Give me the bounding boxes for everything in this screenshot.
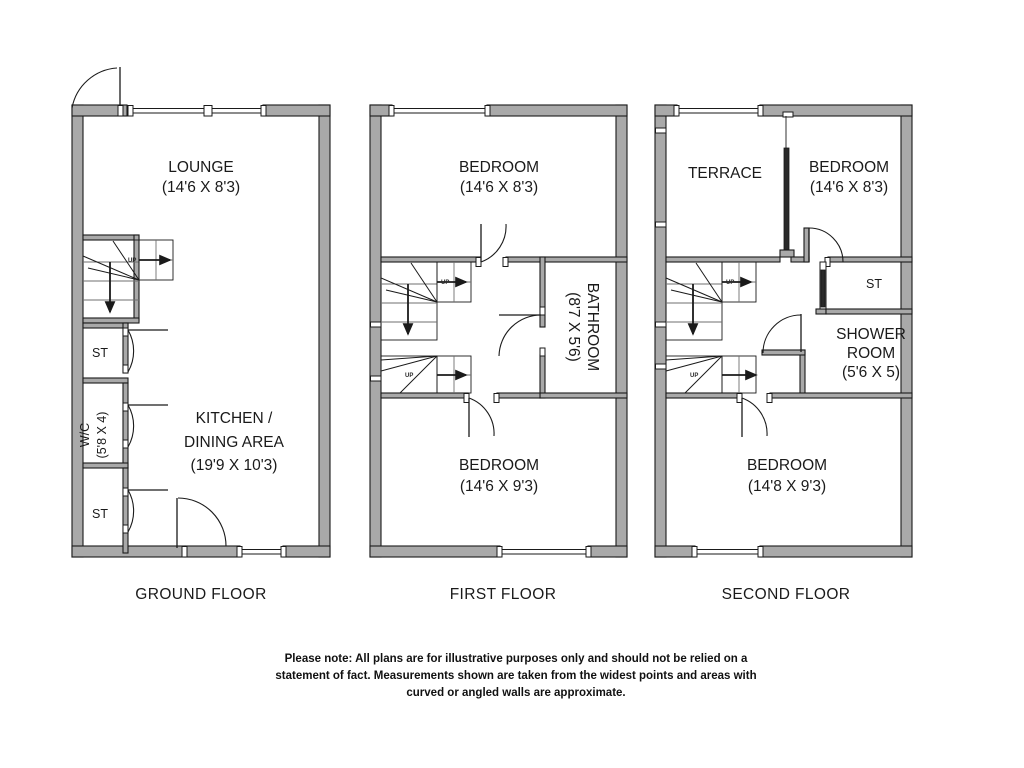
disclaimer-line-2: statement of fact. Measurements shown ar…	[275, 670, 756, 682]
second-bed-rear-label: BEDROOM	[747, 457, 827, 474]
second-bed-front-dims: (14'6 X 8'3)	[810, 179, 888, 196]
first-bathroom-walls	[498, 256, 628, 399]
ground-staircase: UP	[82, 234, 174, 324]
second-shower-walls	[761, 308, 913, 396]
second-store-door	[815, 261, 827, 315]
second-bed-front-label: BEDROOM	[809, 159, 889, 176]
stair-up-label-first-a: UP	[441, 280, 449, 286]
stair-up-label-first-b: UP	[405, 373, 413, 379]
second-shower-dims: (5'6 X 5)	[842, 364, 900, 381]
first-bed-front-label: BEDROOM	[459, 159, 539, 176]
second-shower-label: SHOWER	[836, 326, 906, 343]
ground-wc: W/C (5'8 X 4)	[78, 382, 168, 469]
ground-lounge-label: LOUNGE	[168, 159, 233, 176]
first-floor-caption: FIRST FLOOR	[450, 586, 557, 603]
stair-up-label-ground: UP	[128, 258, 136, 264]
ground-store-lower-label: ST	[92, 507, 108, 521]
second-floor-caption: SECOND FLOOR	[722, 586, 851, 603]
stair-up-label-second-a: UP	[726, 280, 734, 286]
second-partition-lower	[665, 392, 913, 437]
first-bed-rear-label: BEDROOM	[459, 457, 539, 474]
second-outer-walls	[654, 104, 913, 558]
second-terrace-partition	[779, 116, 795, 258]
ground-kitchen-label: KITCHEN /	[196, 410, 273, 427]
ground-store-upper: ST	[82, 322, 168, 384]
first-bed-rear-dims: (14'6 X 9'3)	[460, 478, 538, 495]
first-rear-window	[496, 546, 592, 558]
stair-up-label-second-b: UP	[690, 373, 698, 379]
ground-rear-window	[181, 545, 287, 558]
ground-kitchen-label2: DINING AREA	[184, 434, 285, 451]
second-terrace-label: TERRACE	[688, 165, 762, 182]
first-staircase-upper: UP	[380, 261, 472, 341]
ground-wc-dims: (5'8 X 4)	[95, 412, 109, 459]
ground-rear-door	[176, 497, 227, 548]
ground-store-upper-label: ST	[92, 346, 108, 360]
first-bed-front-dims: (14'6 X 8'3)	[460, 179, 538, 196]
second-rear-window	[691, 546, 764, 558]
ground-wc-label: W/C	[78, 423, 92, 447]
first-front-window	[388, 105, 491, 117]
disclaimer-line-1: Please note: All plans are for illustrat…	[285, 653, 748, 665]
floor-plan-ground: UP ST W/C (5'8 X 4)	[71, 67, 331, 603]
second-shower-label2: ROOM	[847, 345, 895, 362]
disclaimer-line-3: curved or angled walls are approximate.	[406, 687, 625, 699]
second-terrace-left-rail	[655, 127, 667, 228]
second-terrace-window	[673, 105, 794, 118]
floor-plan-second: UP UP TERRACE BEDROOM (14'6 X 8'3) ST SH…	[654, 104, 913, 603]
floor-plan-first: UP UP BEDROOM (14'6 X 8'3) BATHROOM (8'7…	[369, 104, 628, 603]
first-staircase-lower: UP	[380, 355, 472, 394]
ground-front-window	[127, 105, 267, 117]
ground-kitchen-dims: (19'9 X 10'3)	[191, 457, 278, 474]
second-staircase-lower: UP	[665, 355, 758, 394]
ground-entrance-door	[71, 67, 124, 117]
ground-floor-caption: GROUND FLOOR	[135, 586, 266, 603]
ground-lounge-dims: (14'6 X 8'3)	[162, 179, 240, 196]
disclaimer-note: Please note: All plans are for illustrat…	[275, 653, 756, 699]
second-staircase-upper: UP	[665, 261, 757, 341]
second-bed-rear-dims: (14'8 X 9'3)	[748, 478, 826, 495]
ground-store-lower: ST	[92, 467, 168, 554]
first-bathroom-label: BATHROOM	[584, 283, 601, 371]
first-bathroom-dims: (8'7 X 5'6)	[565, 292, 582, 362]
second-store-label: ST	[866, 277, 882, 291]
